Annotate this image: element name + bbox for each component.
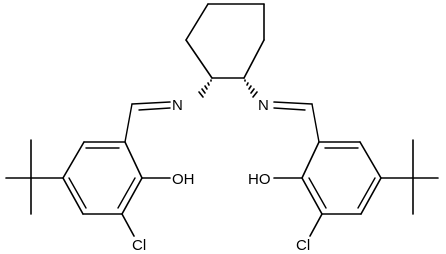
chloro-left-label: Cl xyxy=(132,237,146,254)
imine-nitrogen-left-label: N xyxy=(172,97,183,114)
hashed-stereo-bond-left xyxy=(198,79,212,98)
imine-nitrogen-right-label: N xyxy=(258,97,269,114)
hydroxyl-right-label: HO xyxy=(248,171,271,188)
imine-linker-right xyxy=(273,101,320,143)
substituent-bonds-left xyxy=(30,177,171,237)
imine-linker-left xyxy=(124,101,171,143)
tert-butyl-right xyxy=(412,139,439,215)
tert-butyl-left xyxy=(5,139,32,215)
cyclohexane-ring xyxy=(185,3,265,79)
phenol-ring-left xyxy=(62,141,143,215)
hydroxyl-left-label: OH xyxy=(172,171,195,188)
phenol-ring-right xyxy=(301,141,382,215)
hashed-stereo-bond-right xyxy=(244,79,258,98)
substituent-bonds-right xyxy=(273,177,414,237)
chloro-right-label: Cl xyxy=(296,237,310,254)
